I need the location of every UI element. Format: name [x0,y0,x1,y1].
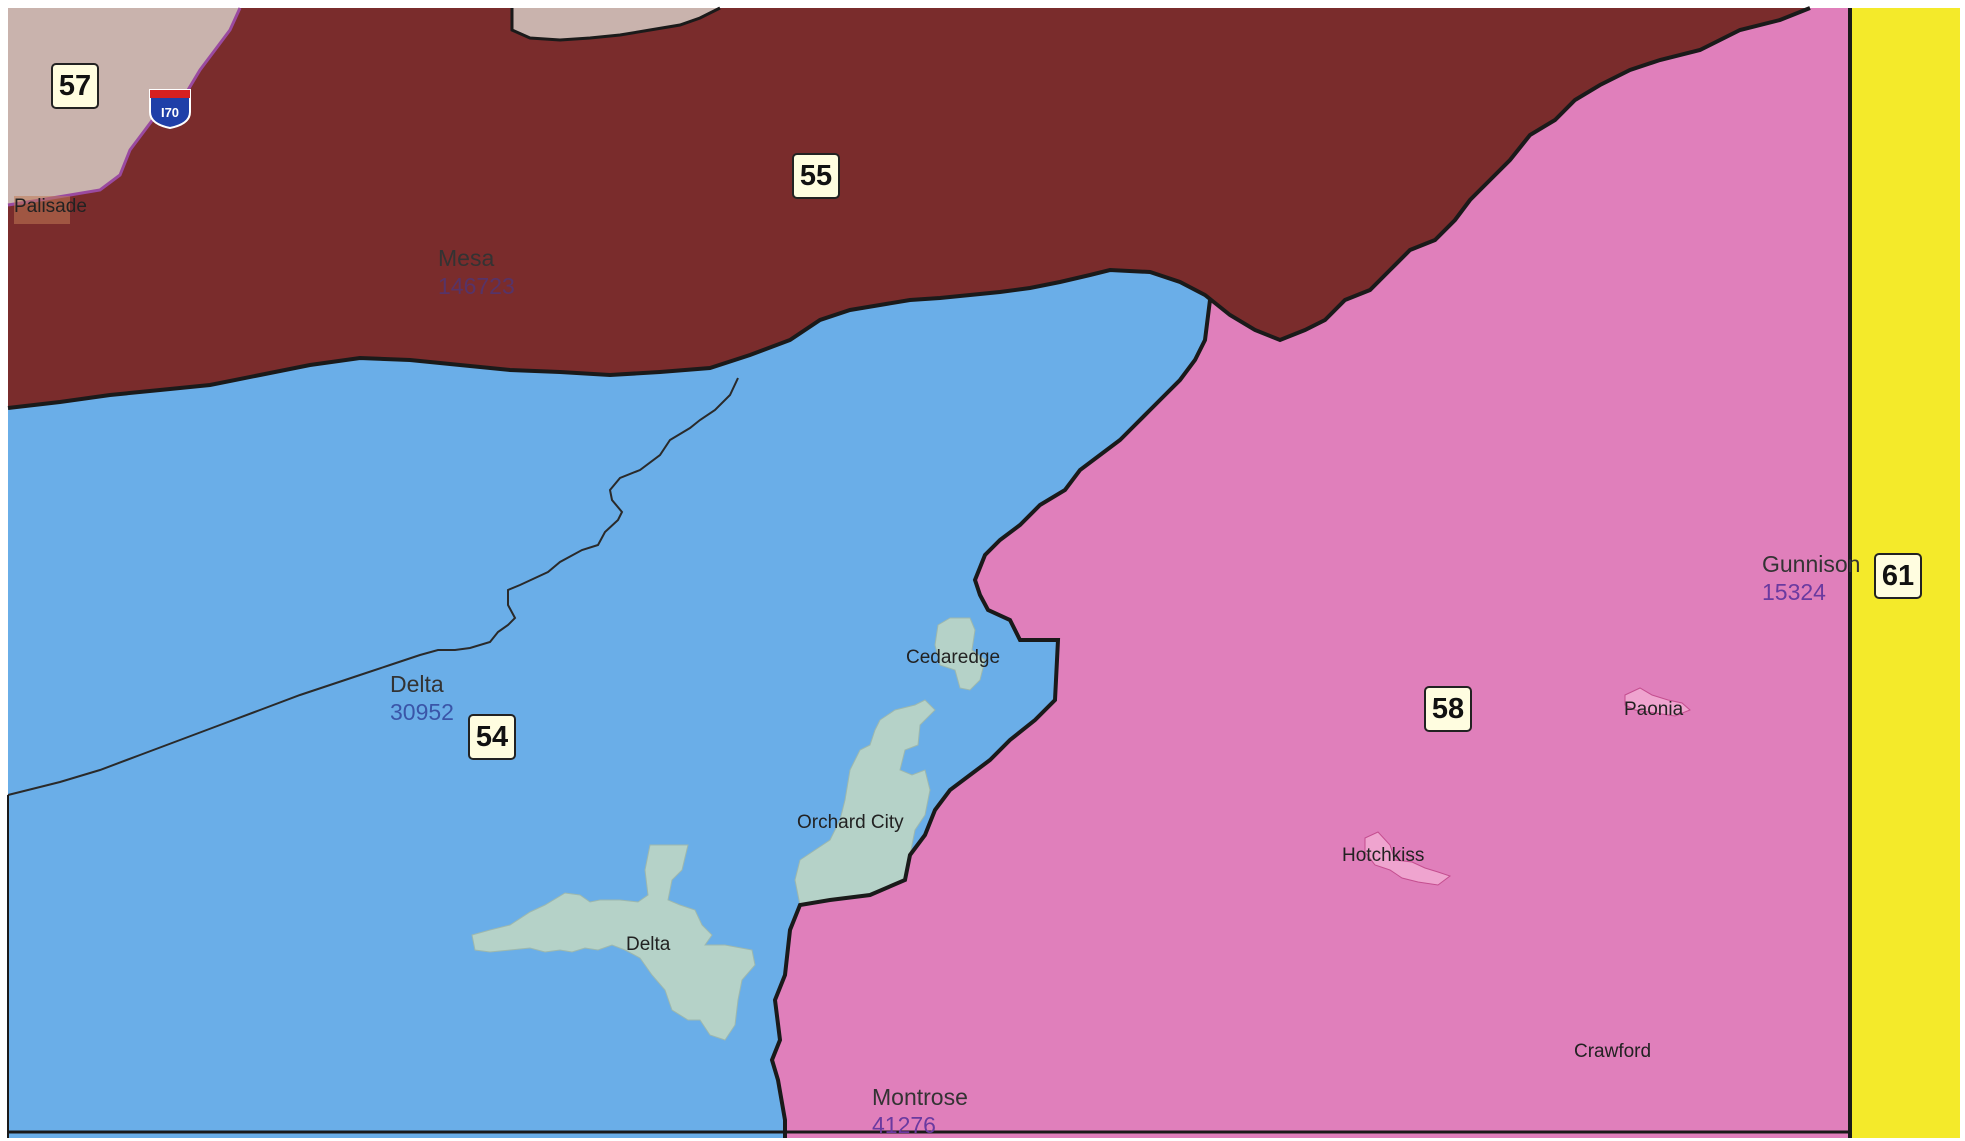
county-label-delta: Delta [390,671,444,697]
district-border [769,299,1212,1138]
district-badge-54[interactable]: 54 [468,714,516,760]
town-label-crawford: Crawford [1574,1041,1652,1062]
county-population-montrose: 41276 [872,1112,936,1138]
county-population-mesa: 146723 [438,273,515,299]
district-badge-61[interactable]: 61 [1874,553,1922,599]
county-population-delta: 30952 [390,699,454,725]
district-border [7,6,1811,410]
interstate-shield-label: I70 [161,105,179,120]
county-label-mesa: Mesa [438,245,495,271]
district-badge-55[interactable]: 55 [792,153,840,199]
town-area-cedaredge[interactable] [934,617,986,691]
town-label-orchard-city: Orchard City [797,812,904,833]
town-label-delta: Delta [626,934,671,955]
county-population-gunnison: 15324 [1762,579,1826,605]
town-label-hotchkiss: Hotchkiss [1342,845,1425,866]
county-label-gunnison: Gunnison [1762,551,1861,577]
town-label-palisade: Palisade [14,196,87,217]
district-57-border [7,7,242,207]
town-area-palisade[interactable] [14,196,70,224]
district-57-area[interactable] [8,8,240,205]
town-area-delta[interactable] [471,844,756,1041]
county-boundary-line [7,377,739,796]
district-badge-57[interactable]: 57 [51,63,99,109]
interstate-shield-icon: I70 [149,89,191,130]
town-area-hotchkiss[interactable] [1364,831,1452,886]
district-58-area[interactable] [772,8,1850,1138]
town-label-cedaredge: Cedaredge [906,647,1001,668]
district-57-area-north[interactable] [512,8,720,40]
district-54-area[interactable] [8,270,1210,1138]
district-55-area[interactable] [8,8,1810,408]
town-area-paonia[interactable] [1624,687,1691,717]
county-label-montrose: Montrose [872,1084,968,1110]
district-57-north-border [510,6,721,42]
town-label-paonia: Paonia [1624,699,1684,720]
district-badge-58[interactable]: 58 [1424,686,1472,732]
